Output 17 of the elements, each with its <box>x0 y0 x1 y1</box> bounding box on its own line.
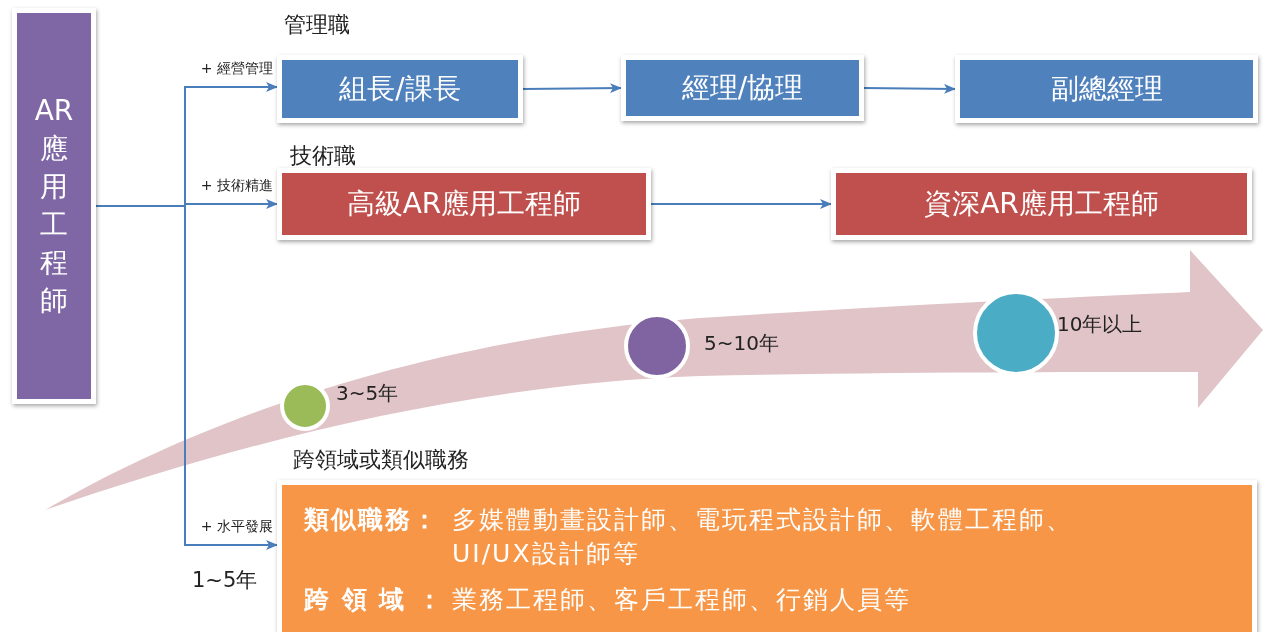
node-label: 3~5年 <box>336 380 399 407</box>
node-label: 管理職 <box>284 11 350 39</box>
edge-label: + 技術精進 <box>200 177 273 195</box>
duration-label: 1~5年 <box>192 567 258 594</box>
node-label: 10年以上 <box>1057 311 1143 338</box>
arrow <box>650 199 832 209</box>
node-label: 技術職 <box>290 142 356 170</box>
edge-label: + 經營管理 <box>200 60 273 78</box>
row-label: 跨 領 域 ： <box>304 584 445 616</box>
role-list: 業務工程師、客戶工程師、行銷人員等 <box>452 583 911 617</box>
edge-label: + 水平發展 <box>200 518 273 536</box>
arrow <box>863 83 956 94</box>
arrow <box>522 83 622 94</box>
row-label: 類似職務： <box>304 504 439 536</box>
node-label: 5~10年 <box>704 330 779 357</box>
section-heading: 跨領域或類似職務 <box>293 446 469 474</box>
role-list: 多媒體動畫設計師、電玩程式設計師、軟體工程師、UI/UX設計師等 <box>452 503 1102 571</box>
